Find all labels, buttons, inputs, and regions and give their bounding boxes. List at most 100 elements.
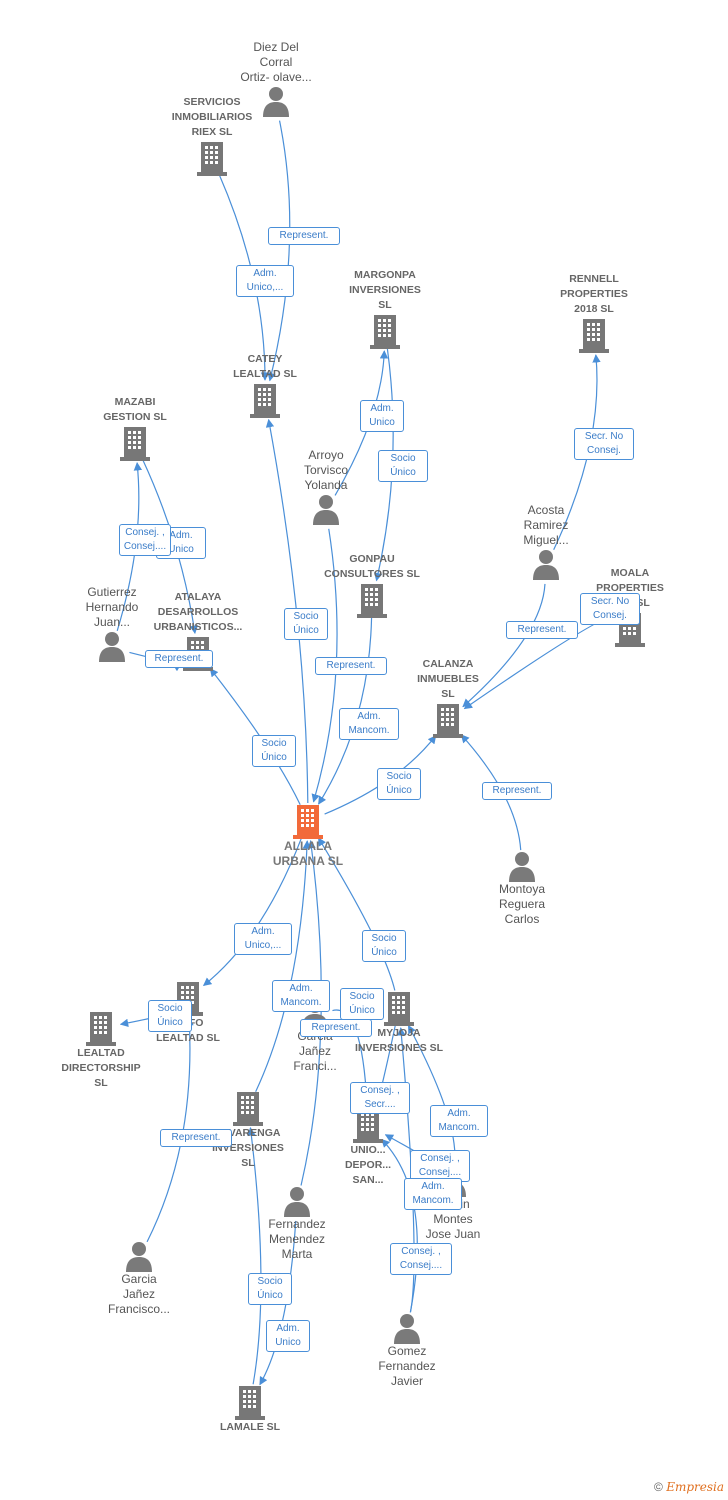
node-lamale[interactable]: LAMALE SL <box>175 1384 325 1435</box>
edge-role-label[interactable]: Represent. <box>145 650 213 668</box>
edge-role-label[interactable]: Socio Único <box>284 608 328 640</box>
edge-role-label[interactable]: Represent. <box>315 657 387 675</box>
edge-role-label[interactable]: Socio Único <box>248 1273 292 1305</box>
node-label: Diez Del Corral Ortiz- olave... <box>240 40 312 84</box>
edge-diez-catey <box>267 120 291 382</box>
node-diez[interactable]: Diez Del Corral Ortiz- olave... <box>201 40 351 117</box>
node-acosta[interactable]: Acosta Ramirez Miguel... <box>471 503 621 580</box>
building-icon <box>137 140 287 176</box>
person-icon <box>447 850 597 882</box>
node-label: MAZABI GESTION SL <box>103 396 167 423</box>
edge-role-label[interactable]: Adm. Unico,... <box>236 265 294 297</box>
node-montoya[interactable]: Montoya Reguera Carlos <box>447 850 597 927</box>
edge-role-label[interactable]: Socio Único <box>148 1000 192 1032</box>
person-icon <box>471 548 621 580</box>
node-fernandez[interactable]: Fernandez Menendez Marta <box>222 1185 372 1262</box>
node-label: ATALAYA DESARROLLOS URBANISTICOS... <box>153 591 243 633</box>
edge-role-label[interactable]: Secr. No Consej. <box>580 593 640 625</box>
node-label: SERVICIOS INMOBILIARIOS RIEX SL <box>171 96 253 138</box>
node-servicios[interactable]: SERVICIOS INMOBILIARIOS RIEX SL <box>137 95 287 176</box>
node-label: Garcia Jañez Francisco... <box>107 1272 170 1316</box>
edge-role-label[interactable]: Adm. Unico <box>266 1320 310 1352</box>
node-rennell[interactable]: RENNELL PROPERTIES 2018 SL <box>519 272 669 353</box>
person-icon <box>332 1312 482 1344</box>
node-label: Arroyo Torvisco Yolanda <box>303 448 348 492</box>
person-icon <box>251 493 401 525</box>
building-icon <box>297 582 447 618</box>
node-label: MYJOJA INVERSIONES SL <box>354 1027 444 1054</box>
edge-role-label[interactable]: Adm. Mancom. <box>404 1178 462 1210</box>
edge-role-label[interactable]: Represent. <box>506 621 578 639</box>
node-arroyo[interactable]: Arroyo Torvisco Yolanda <box>251 448 401 525</box>
node-label: ALLALA URBANA SL <box>272 839 344 868</box>
edge-role-label[interactable]: Adm. Mancom. <box>339 708 399 740</box>
node-label: Montoya Reguera Carlos <box>498 882 546 926</box>
node-label: LEALTAD DIRECTORSHIP SL <box>61 1047 141 1089</box>
node-lealtad[interactable]: LEALTAD DIRECTORSHIP SL <box>26 1010 176 1091</box>
edge-acosta-calanza <box>462 583 546 708</box>
node-label: Gomez Fernandez Javier <box>378 1344 436 1388</box>
node-label: GONPAU CONSULTORES SL <box>324 553 420 580</box>
building-icon <box>26 1010 176 1046</box>
node-union[interactable]: UNIO... DEPOR... SAN... <box>293 1107 443 1188</box>
edge-role-label[interactable]: Adm. Mancom. <box>430 1105 488 1137</box>
node-gonpau[interactable]: GONPAU CONSULTORES SL <box>297 552 447 618</box>
edge-role-label[interactable]: Represent. <box>160 1129 232 1147</box>
edge-fernandez-lamale <box>259 1220 297 1386</box>
edge-lamale-alvarenga <box>247 1127 262 1385</box>
edge-role-label[interactable]: Adm. Unico,... <box>234 923 292 955</box>
edge-role-label[interactable]: Represent. <box>268 227 340 245</box>
node-gomez[interactable]: Gomez Fernandez Javier <box>332 1312 482 1389</box>
node-label: CATEY LEALTAD SL <box>233 353 297 380</box>
edge-role-label[interactable]: Consej. , Consej.... <box>119 524 171 556</box>
building-icon <box>190 382 340 418</box>
node-label: RENNELL PROPERTIES 2018 SL <box>560 273 628 315</box>
node-calanza[interactable]: CALANZA INMUEBLES SL <box>373 657 523 738</box>
node-myjoja[interactable]: MYJOJA INVERSIONES SL <box>324 990 474 1056</box>
building-icon <box>310 313 460 349</box>
person-icon <box>37 630 187 662</box>
footer-credit: © Empresia <box>654 1480 724 1494</box>
building-icon <box>324 990 474 1026</box>
edge-role-label[interactable]: Consej. , Secr.... <box>350 1082 410 1114</box>
edge-role-label[interactable]: Consej. , Consej.... <box>390 1243 452 1275</box>
edge-role-label[interactable]: Socio Único <box>362 930 406 962</box>
person-icon <box>64 1240 214 1272</box>
node-label: LAMALE SL <box>219 1421 281 1433</box>
building-icon <box>519 317 669 353</box>
building-icon <box>233 803 383 839</box>
edge-role-label[interactable]: Represent. <box>300 1019 372 1037</box>
brand-logo-text: Empresia <box>666 1480 724 1494</box>
building-icon <box>173 1090 323 1126</box>
edge-role-label[interactable]: Socio Único <box>252 735 296 767</box>
building-icon <box>175 1384 325 1420</box>
person-icon <box>201 85 351 117</box>
node-label: Gutierrez Hernando Juan... <box>85 585 139 629</box>
edge-myjoja-allala <box>317 837 396 991</box>
edge-role-label[interactable]: Adm. Unico <box>360 400 404 432</box>
node-label: UNIO... DEPOR... SAN... <box>344 1144 392 1186</box>
edge-role-label[interactable]: Socio Único <box>377 768 421 800</box>
edge-role-label[interactable]: Adm. Mancom. <box>272 980 330 1012</box>
node-gutierrez[interactable]: Gutierrez Hernando Juan... <box>37 585 187 662</box>
node-garciaj2[interactable]: Garcia Jañez Francisco... <box>64 1240 214 1317</box>
node-allala[interactable]: ALLALA URBANA SL <box>233 803 383 869</box>
node-label: Acosta Ramirez Miguel... <box>523 503 569 547</box>
building-icon <box>373 702 523 738</box>
node-mazabi[interactable]: MAZABI GESTION SL <box>60 395 210 461</box>
edge-role-label[interactable]: Socio Único <box>378 450 428 482</box>
building-icon <box>60 425 210 461</box>
node-margonpa[interactable]: MARGONPA INVERSIONES SL <box>310 268 460 349</box>
node-label: MARGONPA INVERSIONES SL <box>349 269 421 311</box>
person-icon <box>222 1185 372 1217</box>
edge-role-label[interactable]: Secr. No Consej. <box>574 428 634 460</box>
building-icon <box>293 1107 443 1143</box>
node-atalaya[interactable]: ATALAYA DESARROLLOS URBANISTICOS... <box>123 590 273 671</box>
edge-role-label[interactable]: Represent. <box>482 782 552 800</box>
node-catey[interactable]: CATEY LEALTAD SL <box>190 352 340 418</box>
edge-role-label[interactable]: Consej. , Consej.... <box>410 1150 470 1182</box>
edge-role-label[interactable]: Socio Único <box>340 988 384 1020</box>
node-label: CALANZA INMUEBLES SL <box>417 658 479 700</box>
copyright-mark: © <box>654 1480 663 1494</box>
node-label: Fernandez Menendez Marta <box>268 1217 326 1261</box>
